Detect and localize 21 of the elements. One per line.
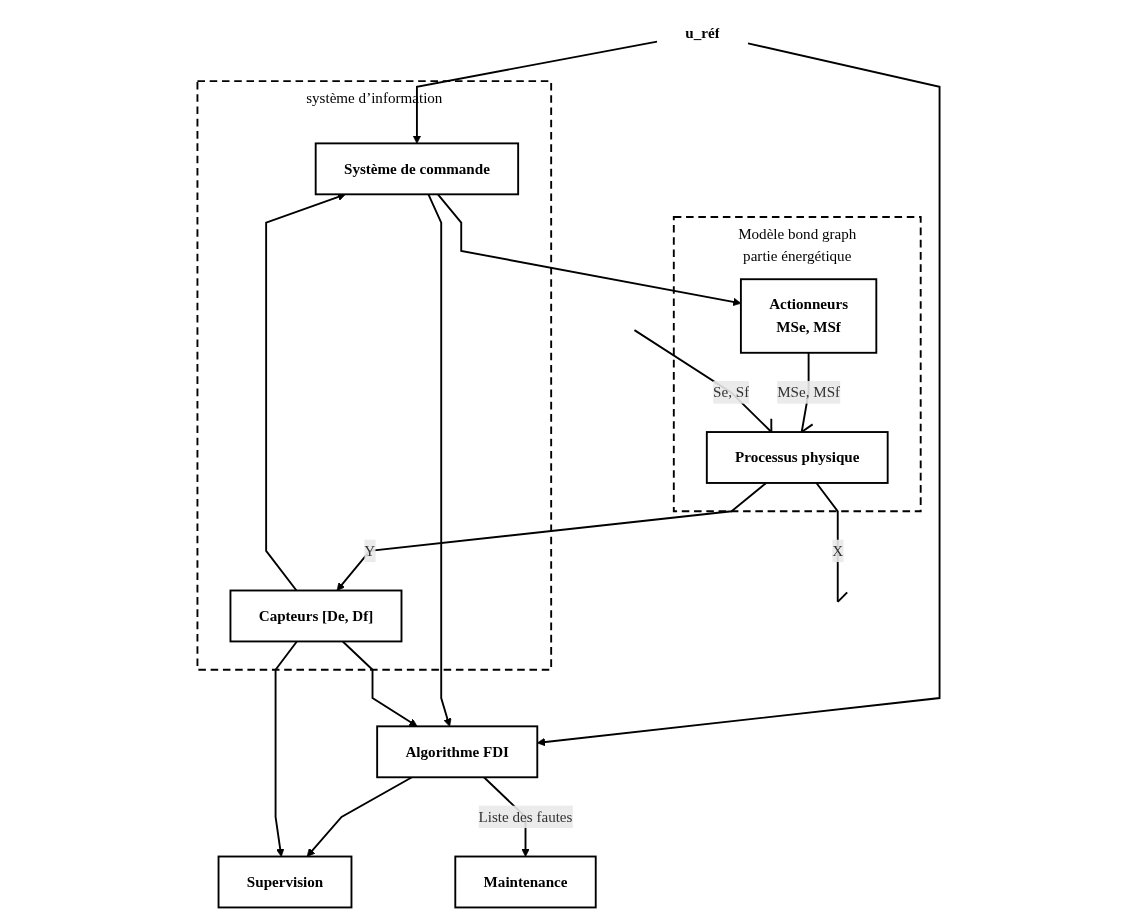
edge-label: Se, Sf	[713, 383, 750, 400]
connector	[815, 482, 849, 603]
arrow	[306, 776, 413, 857]
node-box: Actionneurs MSe, MSf	[739, 278, 878, 354]
connector	[633, 329, 773, 433]
arrow	[427, 193, 452, 727]
edge-label: X	[832, 542, 844, 559]
node-box: Capteurs [De, Df]	[229, 589, 403, 643]
node-box: Supervision	[217, 855, 353, 909]
arrow	[341, 640, 418, 727]
arrow	[274, 640, 298, 857]
node-text: u_réf	[685, 24, 720, 41]
arrow	[336, 482, 768, 591]
node-box: Maintenance	[454, 855, 597, 909]
node-box: Algorithme FDI	[376, 725, 539, 779]
node-box: Processus physique	[705, 431, 889, 484]
edge-label: Y	[364, 542, 376, 559]
edge-label: Liste des fautes	[478, 808, 573, 825]
edge-label: MSe, MSf	[777, 383, 841, 400]
node-box: Système de commande	[314, 142, 520, 196]
arrow	[412, 40, 658, 144]
